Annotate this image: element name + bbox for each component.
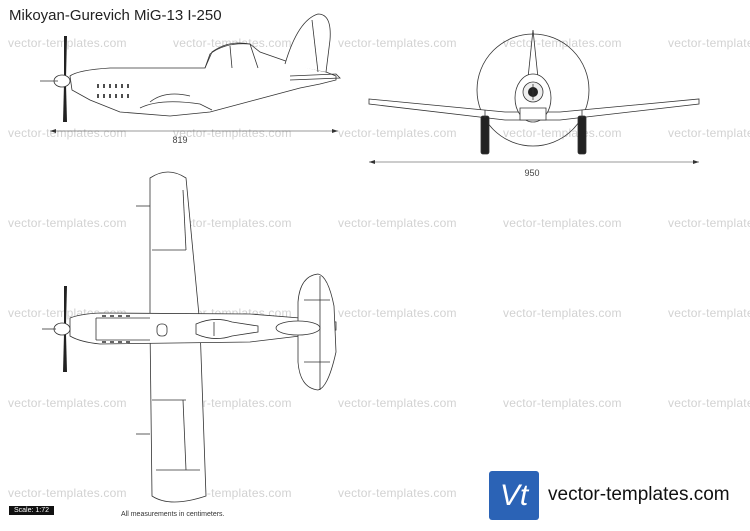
page-title: Mikoyan-Gurevich MiG-13 I-250 [9,7,222,24]
side-propeller-blade-bottom [63,84,67,122]
brand-name[interactable]: vector-templates.com [548,484,730,505]
watermark-text: vector-templates.com [503,216,622,230]
watermark-text: vector-templates.com [338,486,457,500]
side-fuselage [69,43,337,117]
watermark-text: vector-templates.com [668,396,750,410]
watermark-text: vector-templates.com [503,306,622,320]
watermark-text: vector-templates.com [8,216,127,230]
side-canopy [204,42,259,69]
front-chin-intake [519,107,547,121]
watermark-text: vector-templates.com [338,306,457,320]
front-fin [527,29,539,79]
watermark-text: vector-templates.com [338,126,457,140]
top-canopy [195,319,259,339]
watermark-text: vector-templates.com [668,306,750,320]
watermark-text: vector-templates.com [338,396,457,410]
watermark-text: vector-templates.com [338,216,457,230]
front-gear-left [480,115,490,155]
watermark-text: vector-templates.com [503,396,622,410]
watermark-text: vector-templates.com [668,216,750,230]
side-propeller-blade-top [64,36,67,78]
front-view: 950 [368,29,700,178]
measurement-note: All measurements in centimeters. [121,511,225,518]
top-propeller-blade-upper [64,286,67,324]
watermark-text: vector-templates.com [173,36,292,50]
front-gear-right [577,115,587,155]
top-tail-cone [275,320,321,336]
watermark-text: vector-templates.com [8,126,127,140]
brand-logo[interactable]: Vt [489,471,539,520]
watermark-text: vector-templates.com [668,36,750,50]
top-view [42,171,337,503]
watermark-text: vector-templates.com [173,216,292,230]
side-wing-root [139,101,213,111]
watermark-text: vector-templates.com [8,486,127,500]
side-horizontal-tail [289,73,341,81]
watermark-text: vector-templates.com [8,36,127,50]
side-view: 819 [40,13,341,145]
side-vertical-tail [284,13,331,73]
watermark-text: vector-templates.com [338,36,457,50]
wingspan-label: 950 [524,168,539,178]
side-length-label: 819 [172,135,187,145]
top-propeller-blade-lower [63,334,67,372]
watermark-text: vector-templates.com [668,126,750,140]
top-spinner [53,322,71,336]
watermark-text: vector-templates.com [503,126,622,140]
side-air-scoop [149,93,191,103]
watermark-text: vector-templates.com [8,396,127,410]
scale-label: Scale: 1:72 [9,506,55,515]
top-hatch [156,323,168,337]
watermark-text: vector-templates.com [173,126,292,140]
